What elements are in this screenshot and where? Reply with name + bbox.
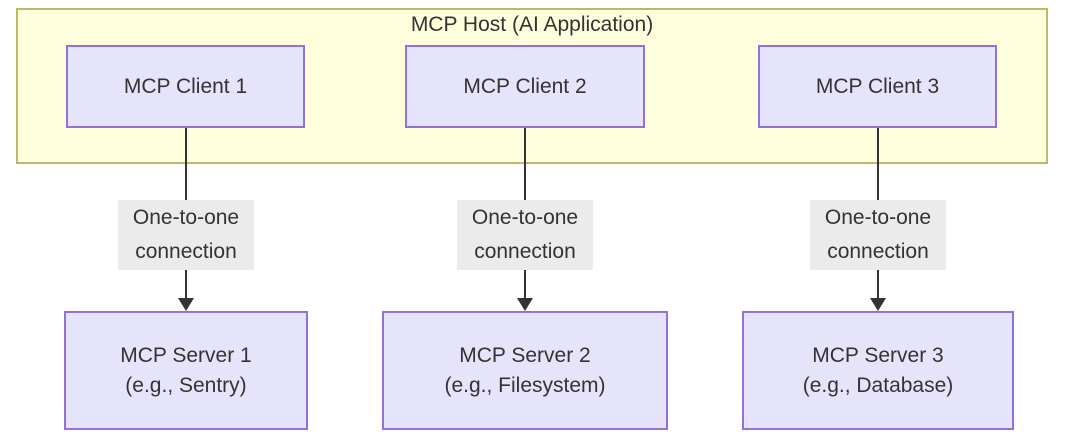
- mcp-server-2-label: MCP Server 2: [459, 343, 591, 367]
- connection-label-3: One-to-one connection: [810, 200, 946, 270]
- mcp-server-1-sublabel: (e.g., Sentry): [125, 373, 247, 397]
- mcp-server-2-box[interactable]: MCP Server 2 (e.g., Filesystem): [382, 311, 668, 430]
- mcp-client-3-label: MCP Client 3: [815, 74, 940, 98]
- mcp-client-2-box[interactable]: MCP Client 2: [405, 45, 645, 128]
- mcp-server-1-box[interactable]: MCP Server 1 (e.g., Sentry): [64, 311, 308, 430]
- mcp-server-3-box[interactable]: MCP Server 3 (e.g., Database): [742, 311, 1014, 430]
- connection-label-2: One-to-one connection: [457, 200, 593, 270]
- connection-label-2-line1: One-to-one: [471, 206, 579, 229]
- connector-arrow-1-icon: [178, 298, 194, 311]
- connection-label-3-line1: One-to-one: [824, 206, 932, 229]
- mcp-client-2-label: MCP Client 2: [463, 74, 587, 98]
- mcp-server-2-sublabel: (e.g., Filesystem): [444, 373, 606, 397]
- connection-label-1-line2: connection: [135, 240, 237, 263]
- mcp-client-1-label: MCP Client 1: [123, 74, 248, 98]
- mcp-host-title: MCP Host (AI Application): [410, 13, 654, 36]
- connection-label-1: One-to-one connection: [118, 200, 254, 270]
- connector-arrow-3-icon: [870, 298, 886, 311]
- connector-arrow-2-icon: [517, 298, 533, 311]
- mcp-server-3-label: MCP Server 3: [812, 343, 944, 367]
- mcp-client-3-box[interactable]: MCP Client 3: [758, 45, 997, 128]
- connection-label-2-line2: connection: [474, 240, 576, 263]
- mcp-server-3-sublabel: (e.g., Database): [802, 373, 954, 397]
- connection-label-3-line2: connection: [827, 240, 929, 263]
- mcp-server-1-label: MCP Server 1: [120, 343, 252, 367]
- mcp-client-1-box[interactable]: MCP Client 1: [66, 45, 305, 128]
- connection-label-1-line1: One-to-one: [132, 206, 240, 229]
